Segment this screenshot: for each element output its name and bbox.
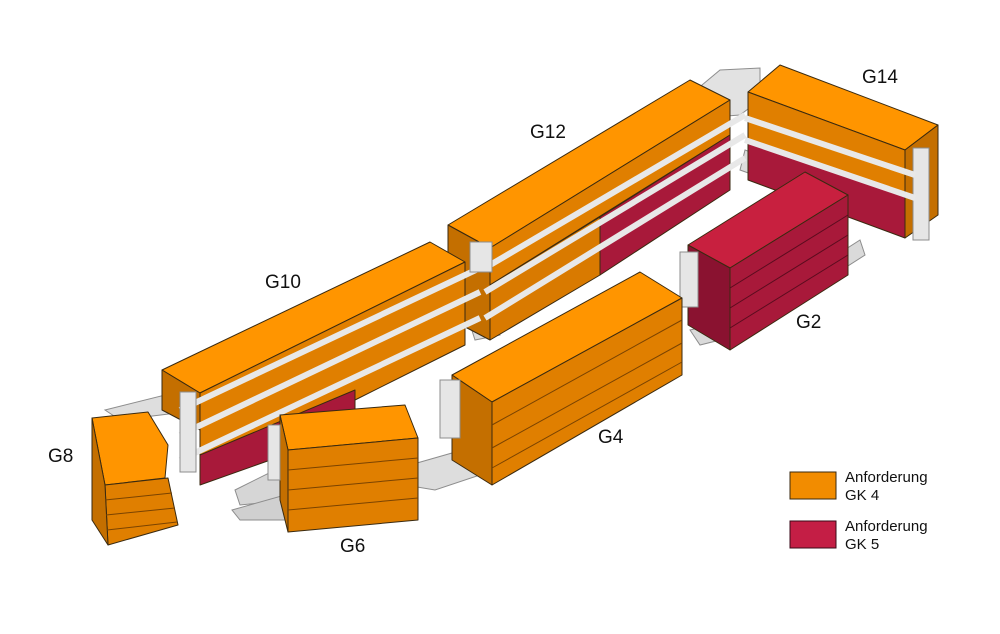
g10-gallery-2: [178, 289, 482, 438]
legend-gk4-line1: Anforderung: [845, 469, 928, 486]
g8-floor-line-3: [106, 521, 178, 531]
label-g2: G2: [796, 312, 821, 333]
g8-floor-line-1: [104, 492, 173, 501]
building-g4: [439, 271, 683, 486]
legend-gk5-line1: Anforderung: [845, 518, 928, 535]
g2-floor-line-2: [729, 234, 849, 309]
g14-gallery-2: [744, 137, 916, 201]
g2-stair-core: [679, 251, 699, 308]
g4-stair-core: [439, 379, 461, 439]
building-labels: G14 G12 G10 G2 G4 G8 G6: [48, 67, 898, 557]
g6-floor-line-1: [287, 457, 419, 471]
g8-roof: [91, 411, 169, 486]
g12-gallery-2: [483, 132, 747, 295]
g10-gallery-3: [178, 315, 482, 463]
label-g4: G4: [598, 427, 624, 448]
label-g6: G6: [340, 536, 365, 557]
label-g10: G10: [265, 272, 301, 293]
g12-gallery-3: [483, 155, 747, 321]
g6-floor-line-2: [287, 477, 419, 491]
building-g6: [267, 404, 419, 533]
g12-gallery-1: [483, 112, 747, 271]
g4-floor-line-2: [491, 342, 683, 449]
g6-stair-core: [267, 424, 281, 481]
g10-stair-core-west: [179, 391, 197, 473]
legend-gk4-line2: GK 4: [845, 487, 879, 504]
g14-stair-core: [912, 147, 930, 241]
building-g12: [447, 79, 747, 341]
g2-floor-line-1: [729, 214, 849, 289]
g4-floor-line-1: [491, 319, 683, 426]
legend: Anforderung GK 4 Anforderung GK 5: [789, 469, 928, 553]
building-g2: [679, 171, 849, 351]
legend-gk5-line2: GK 5: [845, 536, 879, 553]
g6-front: [287, 437, 419, 533]
label-g12: G12: [530, 122, 566, 143]
g8-side: [91, 417, 109, 546]
legend-swatch-gk4: [789, 471, 837, 500]
legend-swatch-gk5: [789, 520, 837, 549]
g14-gallery-1: [744, 115, 916, 178]
g10-stair-core-east: [469, 241, 493, 273]
g8-floor-line-2: [105, 507, 176, 516]
label-g8: G8: [48, 446, 73, 467]
building-g8: [91, 411, 179, 546]
g6-floor-line-3: [287, 497, 419, 511]
g10-gallery-1: [178, 265, 482, 413]
g2-floor-line-3: [729, 254, 849, 329]
g4-floor-line-3: [491, 361, 683, 469]
label-g14: G14: [862, 67, 898, 88]
